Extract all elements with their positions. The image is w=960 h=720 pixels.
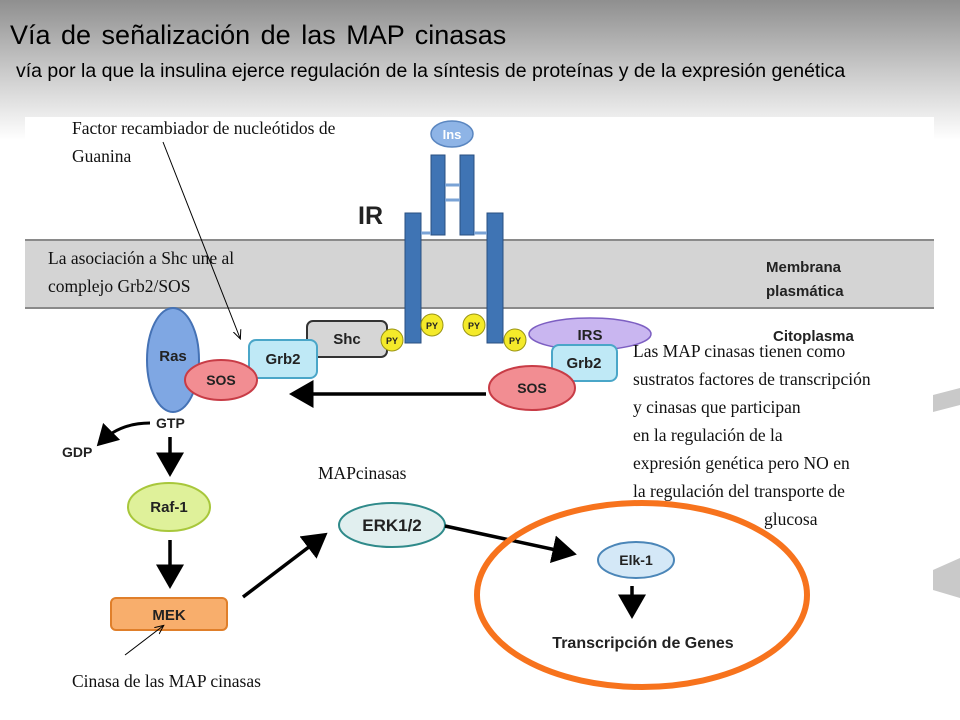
py-site-1: PY [380, 328, 404, 352]
py-site-4: PY [503, 328, 527, 352]
insulin-label: Ins [443, 127, 462, 142]
shc-annotation: La asociación a Shc une al complejo Grb2… [48, 248, 235, 296]
py-site-3: PY [462, 313, 486, 337]
mapk-annotation: MAPcinasas [318, 463, 407, 483]
decorative-shape-bottom [933, 558, 960, 598]
erk-label: ERK1/2 [362, 516, 422, 535]
insulin-oval [430, 120, 474, 148]
decorative-shape-top [933, 388, 960, 412]
mek-to-erk-arrow [241, 532, 328, 599]
sos-left-label: SOS [206, 372, 236, 388]
irs-label: IRS [577, 327, 602, 344]
mek-label: MEK [152, 607, 186, 624]
insulin-receptor [404, 154, 504, 344]
cytoplasm-label: Citoplasma [773, 328, 855, 345]
erk-oval [338, 502, 446, 548]
raf-oval [127, 482, 211, 532]
elk-oval [597, 541, 675, 579]
page-subtitle: vía por la que la insulina ejerce regula… [16, 60, 846, 82]
receptor-label: IR [358, 202, 383, 230]
sos-right-label: SOS [517, 380, 547, 396]
py-site-2: PY [420, 313, 444, 337]
transcription-label: Transcripción de Genes [552, 635, 734, 652]
svg-text:PY: PY [509, 336, 521, 346]
grb2-right-label: Grb2 [566, 355, 601, 372]
right-annotation: Las MAP cinasas tienen como sustratos fa… [633, 341, 871, 529]
gef-annotation: Factor recambiador de nucleótidos de Gua… [72, 118, 336, 166]
gdp-label: GDP [62, 444, 92, 460]
grb2-left-box [248, 339, 318, 379]
sos-left-oval [184, 359, 258, 401]
svg-text:PY: PY [468, 321, 480, 331]
elk-label: Elk-1 [619, 552, 653, 568]
grb2-left-label: Grb2 [265, 351, 300, 368]
plasma-membrane [25, 240, 934, 308]
membrane-label-1: Membrana [766, 259, 842, 276]
grb2-right-box [551, 344, 618, 382]
mek-box [110, 597, 228, 631]
gef-pointer-line [162, 141, 240, 338]
ras-label: Ras [159, 348, 187, 365]
gtp-to-gdp-arrow [96, 421, 151, 447]
mek-annotation: Cinasa de las MAP cinasas [72, 671, 261, 691]
page-title: Vía de señalización de las MAP cinasas [10, 20, 507, 50]
gtp-label: GTP [156, 415, 185, 431]
raf-label: Raf-1 [150, 499, 188, 516]
svg-text:PY: PY [426, 321, 438, 331]
sos-right-oval [488, 365, 576, 411]
shc-label: Shc [333, 331, 361, 348]
mek-note-pointer-line [124, 626, 163, 656]
svg-text:PY: PY [386, 336, 398, 346]
nucleus-ring [474, 500, 810, 690]
membrane-label-2: plasmática [766, 283, 844, 300]
